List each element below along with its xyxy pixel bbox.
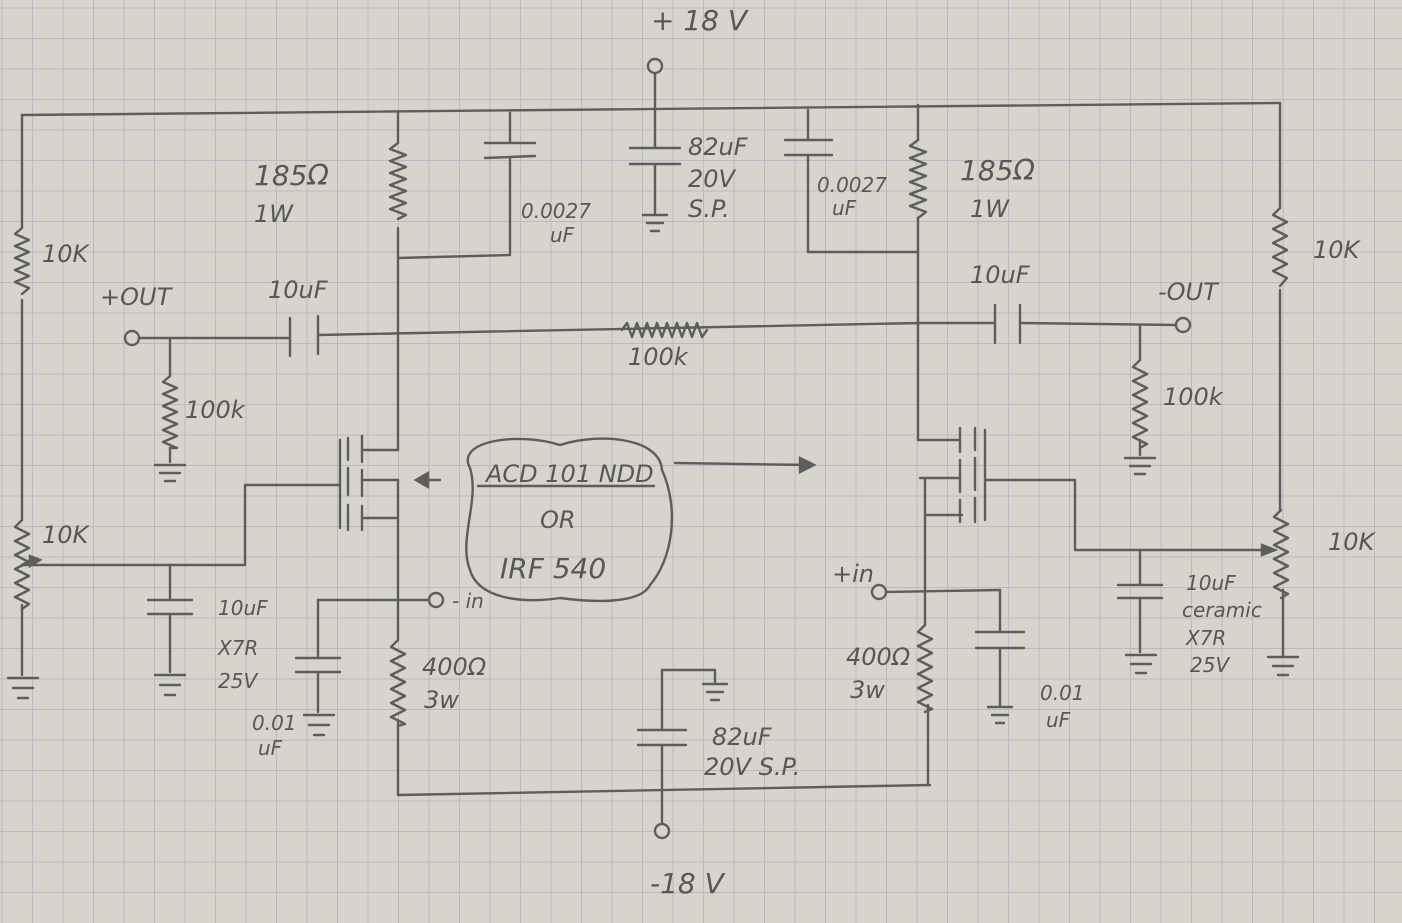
label-res-10k-right: 10K [1313, 236, 1362, 264]
label-res-400-right-watt: 3w [850, 676, 885, 704]
resistor-10k-left [13, 226, 31, 296]
mosfet-arrows [673, 456, 817, 474]
ground-symbol [153, 673, 187, 697]
label-res-185-left: 185Ω [254, 159, 329, 192]
label-cap-001-right-unit: uF [1046, 708, 1071, 732]
pot-10k-right [1272, 508, 1290, 600]
capacitor-10uf-right [993, 303, 1022, 345]
grounds [6, 213, 1300, 737]
mosfet-right [958, 426, 987, 524]
resistor-100k-right [1131, 358, 1149, 450]
capacitor-82uf-bottom [636, 728, 688, 747]
label-pot-10k-right: 10K [1328, 528, 1377, 556]
part-number-bubble [465, 437, 674, 603]
resistor-185-left [388, 141, 408, 221]
label-cap-001-right: 0.01 [1040, 681, 1085, 705]
label-pot-10k-left: 10K [42, 521, 91, 549]
capacitor-001-left [294, 656, 342, 674]
label-supply-positive: + 18 V [651, 4, 749, 37]
resistor-400-right [916, 623, 934, 714]
label-mosfet-part-b: IRF 540 [500, 552, 606, 585]
label-res-185-right-watt: 1W [970, 195, 1010, 223]
label-cap-0027-left-unit: uF [550, 223, 575, 247]
label-cap-82uf-bottom-spec: 20V S.P. [704, 753, 800, 781]
label-cap-xfr-left: 10uF [218, 596, 268, 620]
capacitor-xfr-left [146, 598, 194, 616]
terminal-plus-out [123, 329, 141, 347]
label-cap-xfr-left-volt: 25V [218, 669, 258, 693]
label-cap-82uf-top: 82uF [688, 133, 749, 161]
label-res-100k-left: 100k [185, 396, 246, 424]
resistor-400-left [389, 638, 407, 728]
resistor-100k-center [620, 321, 709, 339]
terminal-plus-18v [646, 57, 664, 75]
label-in-positive: +in [832, 560, 874, 588]
label-res-100k-right: 100k [1163, 383, 1224, 411]
labels: + 18 V -18 V 185Ω 1W 185Ω 1W 0.0027 uF 0… [42, 4, 1377, 900]
label-cap-xfr-left-type: X7R [217, 636, 258, 660]
terminal-minus-out [1174, 316, 1192, 334]
label-out-negative: -OUT [1158, 278, 1220, 306]
ground-symbol [6, 676, 40, 700]
label-cap-82uf-bottom: 82uF [712, 723, 773, 751]
capacitor-0027-left [483, 141, 537, 160]
mosfet-left [338, 434, 442, 532]
capacitor-xfr-right [1116, 583, 1164, 600]
label-cap-0027-right: 0.0027 [817, 173, 887, 197]
ground-symbol [1266, 655, 1300, 677]
capacitor-82uf-top [628, 110, 682, 217]
ground-symbol [1123, 456, 1157, 476]
ground-symbol [986, 705, 1014, 725]
capacitor-10uf-left [288, 314, 320, 358]
label-res-185-left-watt: 1W [254, 200, 294, 228]
label-res-400-right: 400Ω [846, 643, 911, 671]
label-res-400-left-watt: 3w [424, 686, 459, 714]
terminal-minus-in [427, 591, 445, 609]
label-cap-xfr-right: 10uF [1186, 571, 1236, 595]
capacitor-001-right [974, 630, 1026, 650]
label-cap-82uf-top-volt: 20V [688, 165, 737, 193]
label-in-negative: - in [452, 589, 484, 613]
label-cap-0027-right-unit: uF [832, 196, 857, 220]
label-cap-10uf-right: 10uF [970, 261, 1031, 289]
capacitor-0027-right [783, 138, 834, 157]
label-cap-xfr-right-type: X7R [1185, 626, 1226, 650]
terminal-plus-in [870, 583, 888, 601]
label-mosfet-or: OR [540, 506, 576, 534]
ground-symbol [701, 682, 729, 702]
label-supply-negative: -18 V [650, 867, 726, 900]
resistor-100k-left [161, 374, 179, 450]
resistors [13, 138, 1290, 728]
ground-symbol [153, 463, 187, 483]
label-res-185-right: 185Ω [960, 154, 1035, 187]
terminal-minus-18v [653, 822, 671, 840]
resistor-185-right [908, 138, 928, 220]
terminals [123, 57, 1192, 840]
pot-wipers [20, 543, 1279, 569]
ground-symbol [641, 213, 669, 233]
label-cap-10uf-left: 10uF [268, 276, 329, 304]
label-cap-xfr-right-volt: 25V [1190, 653, 1230, 677]
label-cap-xfr-right-kind: ceramic [1182, 598, 1262, 622]
ground-symbol [1124, 653, 1158, 675]
label-res-400-left: 400Ω [422, 653, 487, 681]
label-res-10k-left: 10K [42, 240, 91, 268]
wiring [20, 71, 1285, 825]
label-cap-0027-left: 0.0027 [521, 199, 591, 223]
label-res-100k-center: 100k [628, 343, 689, 371]
resistor-10k-right [1271, 206, 1289, 288]
ground-symbol [302, 713, 336, 737]
label-mosfet-part-a: ACD 101 NDD [484, 460, 654, 488]
label-cap-82uf-top-type: S.P. [688, 195, 730, 223]
capacitors [146, 110, 1164, 747]
label-cap-001-left-unit: uF [258, 736, 283, 760]
label-cap-001-left: 0.01 [252, 711, 297, 735]
label-out-positive: +OUT [100, 283, 174, 311]
